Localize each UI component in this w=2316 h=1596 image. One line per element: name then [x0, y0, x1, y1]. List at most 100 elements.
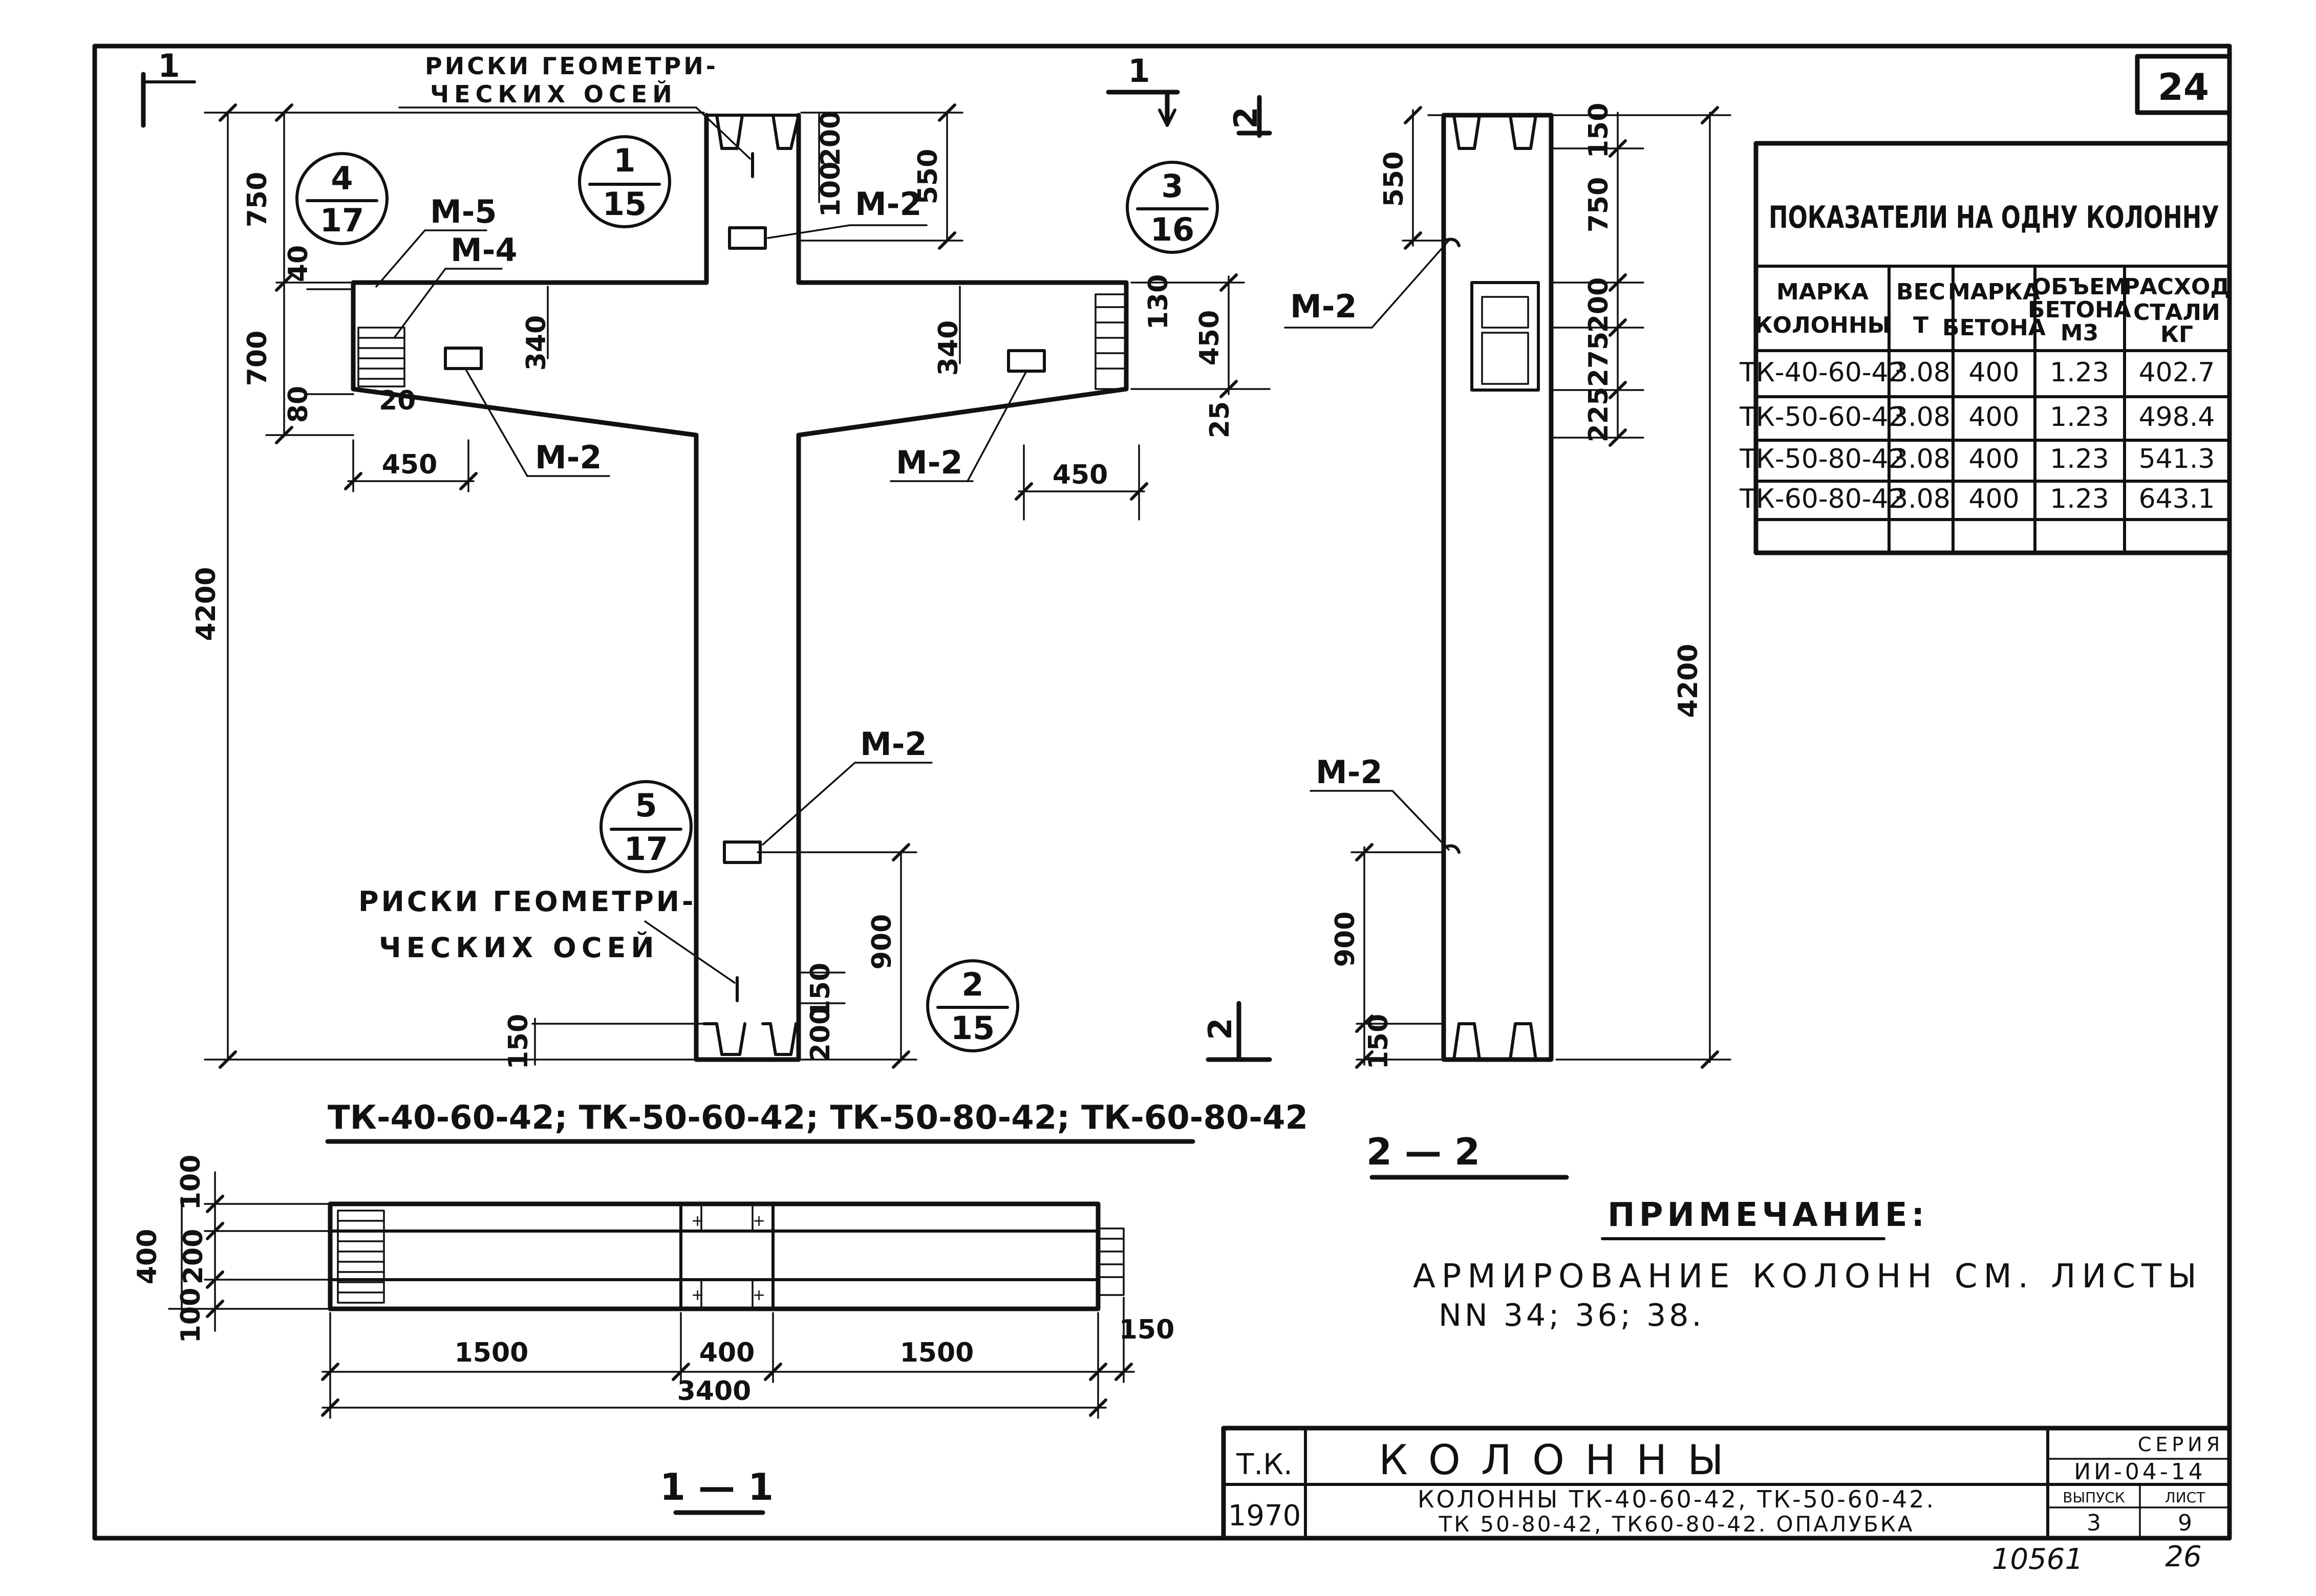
svg-text:1.23: 1.23 — [2050, 402, 2109, 433]
svg-text:3.08: 3.08 — [1891, 484, 1950, 514]
tb-series-value: ИИ-04-14 — [2074, 1459, 2206, 1485]
tb-year: 1970 — [1228, 1499, 1301, 1533]
riski-bot-line1: РИСКИ ГЕОМЕТРИ- — [358, 886, 696, 918]
dim-200-plan: 200 — [178, 1229, 209, 1285]
dim-450-left: 450 — [382, 449, 438, 480]
dim-100-plan-top: 100 — [176, 1155, 206, 1211]
dim-340-left: 340 — [521, 315, 552, 371]
m2-label-a: М-2 — [855, 185, 922, 223]
balloon-1-15: 1 15 — [578, 135, 671, 228]
tb-org: Т.К. — [1236, 1448, 1293, 1481]
plan-view-1-1: + + + + 100 200 100 400 1500 400 — [132, 1155, 1174, 1515]
th-marka-1: МАРКА — [1776, 279, 1869, 305]
dim-275-side: 275 — [1583, 332, 1614, 387]
dim-450-right: 450 — [1053, 460, 1108, 490]
balloon-5-17: 5 17 — [599, 780, 693, 873]
svg-text:ТК-40-60-42: ТК-40-60-42 — [1739, 357, 1905, 388]
dim-700-front: 700 — [242, 331, 273, 386]
svg-text:4: 4 — [331, 160, 353, 197]
svg-text:3.08: 3.08 — [1891, 357, 1950, 388]
svg-text:3: 3 — [1161, 167, 1183, 205]
th-beton-1: МАРКА — [1948, 279, 2040, 305]
section-marker-2-top: 2 — [1227, 106, 1264, 128]
note-line1: АРМИРОВАНИЕ КОЛОНН СМ. ЛИСТЫ — [1413, 1258, 2203, 1296]
sheet-number: 24 — [2158, 66, 2209, 109]
sheet-number-box: 24 — [2135, 54, 2232, 115]
dim-200-bot: 200 — [805, 1006, 836, 1062]
dim-80-front: 80 — [283, 386, 314, 423]
svg-text:643.1: 643.1 — [2139, 484, 2215, 514]
main-title: ТК-40-60-42; ТК-50-60-42; ТК-50-80-42; Т… — [328, 1099, 1308, 1137]
svg-text:1.23: 1.23 — [2050, 484, 2109, 514]
dim-450-corbel: 450 — [1194, 310, 1225, 366]
title-block: Т.К. 1970 КОЛОННЫ КОЛОННЫ ТК-40-60-42, Т… — [1221, 1426, 2232, 1541]
table-row: ТК-50-80-42 3.08 400 1.23 541.3 — [1739, 444, 2215, 475]
dim-150-right: 150 — [805, 963, 836, 1019]
table-row: ТК-40-60-42 3.08 400 1.23 402.7 — [1739, 357, 2215, 388]
th-rashod-1: РАСХОД — [2123, 274, 2230, 300]
dim-150-left: 150 — [503, 1014, 534, 1070]
m5-label: М-5 — [430, 193, 497, 230]
svg-text:5: 5 — [635, 787, 657, 824]
th-obem-1: ОБЪЕМ — [2032, 274, 2127, 300]
m2-label-side-a: М-2 — [1290, 288, 1357, 325]
note-line2: NN 34; 36; 38. — [1439, 1298, 1705, 1333]
dim-550-side: 550 — [1379, 152, 1409, 207]
svg-text:498.4: 498.4 — [2139, 402, 2215, 433]
svg-text:1: 1 — [613, 142, 635, 179]
note-heading: ПРИМЕЧАНИЕ: — [1607, 1196, 1928, 1234]
svg-text:400: 400 — [1968, 444, 2019, 475]
m2-label-d: М-2 — [860, 725, 927, 763]
th-rashod-2: СТАЛИ — [2133, 299, 2220, 326]
dim-200-side: 200 — [1583, 277, 1614, 333]
note-block: ПРИМЕЧАНИЕ: АРМИРОВАНИЕ КОЛОНН СМ. ЛИСТЫ… — [1413, 1196, 2203, 1333]
dim-25: 25 — [1205, 401, 1235, 438]
dim-200-top: 200 — [816, 111, 846, 166]
dim-900-front: 900 — [867, 914, 897, 970]
dim-750-front: 750 — [242, 172, 273, 228]
riski-bot-line2: ЧЕСКИХ ОСЕЙ — [379, 932, 659, 964]
m2-label-b: М-2 — [535, 439, 602, 476]
dim-100-top: 100 — [816, 162, 846, 218]
svg-text:ТК-60-80-42: ТК-60-80-42 — [1739, 484, 1905, 514]
tb-issue-value: 3 — [2087, 1510, 2101, 1536]
dim-130: 130 — [1143, 274, 1174, 330]
th-rashod-3: КГ — [2160, 321, 2193, 348]
tb-desc2: ТК 50-80-42, ТК60-80-42. ОПАЛУБКА — [1439, 1512, 1915, 1537]
dim-1500-right: 1500 — [900, 1338, 974, 1368]
table-row: ТК-60-80-42 3.08 400 1.23 643.1 — [1739, 484, 2215, 514]
section-marker-1-left: 1 — [158, 47, 180, 84]
tb-sheet-value: 9 — [2178, 1510, 2192, 1536]
tb-name: КОЛОННЫ — [1379, 1436, 1744, 1484]
m2-label-c: М-2 — [896, 444, 963, 481]
dim-100-plan-bot: 100 — [176, 1288, 206, 1344]
front-view: 4200 750 700 40 80 20 450 450 550 — [141, 47, 1272, 1070]
svg-text:15: 15 — [603, 185, 647, 223]
dim-400-mid: 400 — [699, 1338, 755, 1368]
th-ves-1: ВЕС — [1896, 279, 1945, 305]
th-obem-3: М3 — [2061, 320, 2098, 346]
front-view-labels: РИСКИ ГЕОМЕТРИ- ЧЕСКИХ ОСЕЙ М-5 М-4 М-2 … — [358, 52, 1027, 984]
svg-text:541.3: 541.3 — [2139, 444, 2215, 475]
indicators-table: ПОКАЗАТЕЛИ НА ОДНУ КОЛОННУ МАРКА КОЛОННЫ… — [1739, 141, 2232, 555]
code-left: 10561 — [1992, 1543, 2083, 1576]
riski-top-line2: ЧЕСКИХ ОСЕЙ — [430, 80, 677, 108]
dim-4200-front: 4200 — [191, 567, 222, 641]
svg-text:3.08: 3.08 — [1891, 444, 1950, 475]
svg-text:17: 17 — [320, 202, 364, 239]
table-row: ТК-50-60-42 3.08 400 1.23 498.4 — [1739, 402, 2215, 433]
code-right: 26 — [2165, 1540, 2201, 1573]
side-view-2-2: 4200 150 750 200 275 225 550 900 150 — [1284, 103, 1731, 1180]
svg-text:3.08: 3.08 — [1891, 402, 1950, 433]
dim-3400: 3400 — [677, 1376, 752, 1407]
svg-text:402.7: 402.7 — [2139, 357, 2215, 388]
tb-series-label: СЕРИЯ — [2138, 1433, 2224, 1456]
svg-text:+: + — [753, 1286, 765, 1304]
dim-150-side-bot: 150 — [1363, 1014, 1394, 1070]
sheet-frame — [92, 44, 2232, 1541]
svg-text:400: 400 — [1968, 357, 2019, 388]
dim-225-side: 225 — [1583, 387, 1614, 443]
svg-text:400: 400 — [1968, 402, 2019, 433]
riski-top-line1: РИСКИ ГЕОМЕТРИ- — [425, 52, 718, 80]
